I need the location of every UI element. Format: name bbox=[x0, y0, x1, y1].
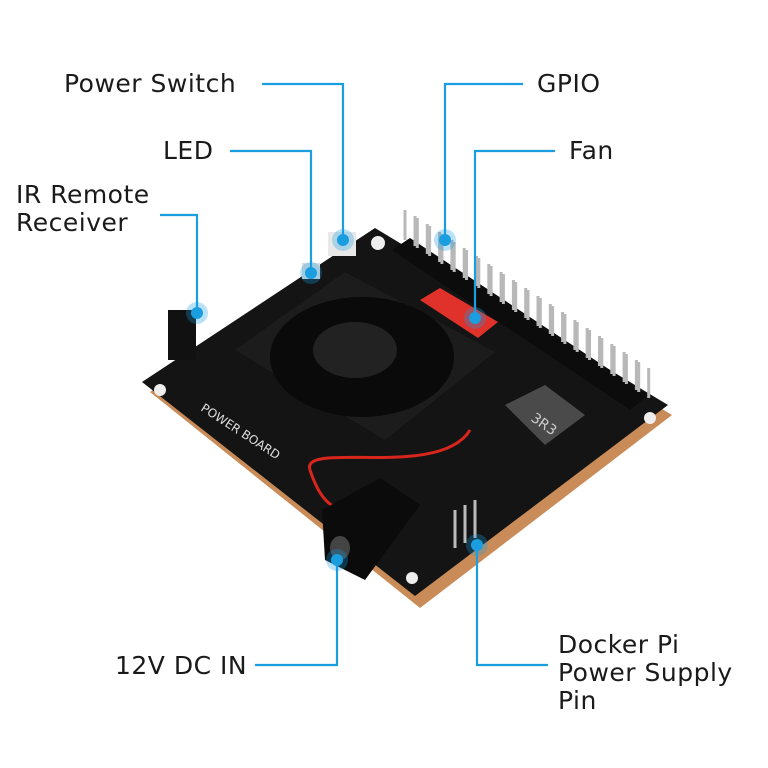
mount-hole bbox=[154, 384, 166, 396]
callout-dot-power-switch bbox=[337, 234, 349, 246]
mount-hole bbox=[406, 572, 418, 584]
label-ir-line1: IR Remote bbox=[16, 180, 150, 209]
mount-hole bbox=[644, 412, 656, 424]
fan-wire bbox=[308, 429, 472, 512]
callout-line-gpio bbox=[443, 82, 523, 240]
label-ir-line2: Receiver bbox=[16, 208, 129, 237]
label-gpio: GPIO bbox=[537, 69, 601, 98]
ir-receiver bbox=[168, 310, 196, 360]
inductor bbox=[505, 385, 585, 445]
callout-line-power-switch bbox=[262, 82, 345, 240]
label-fan: Fan bbox=[569, 136, 614, 165]
callout-dot-gpio bbox=[439, 234, 451, 246]
label-docker-line3: Pin bbox=[558, 686, 597, 715]
callout-dot-led bbox=[305, 267, 317, 279]
callout-dot-docker bbox=[471, 539, 483, 551]
label-led: LED bbox=[163, 136, 214, 165]
docker-pins bbox=[453, 500, 477, 548]
dc-jack-hole bbox=[330, 536, 350, 560]
callout-line-ir bbox=[160, 213, 199, 313]
callout-line-dc-in bbox=[255, 560, 339, 667]
label-dc-in: 12V DC IN bbox=[115, 651, 248, 680]
fan-hub bbox=[313, 322, 397, 378]
mount-hole bbox=[371, 236, 385, 250]
label-docker-line1: Docker Pi bbox=[558, 630, 680, 659]
callout-line-docker bbox=[475, 545, 548, 667]
callout-lines bbox=[160, 82, 555, 667]
gpio-pins bbox=[403, 210, 651, 398]
callout-dot-dc-in bbox=[331, 554, 343, 566]
callout-dot-fan bbox=[469, 312, 481, 324]
fan-connector bbox=[420, 288, 498, 338]
callout-line-fan bbox=[473, 149, 555, 318]
label-docker-line2: Power Supply bbox=[558, 658, 733, 687]
callout-line-led bbox=[230, 149, 313, 273]
gpio-header bbox=[392, 238, 648, 410]
callout-dot-ir bbox=[191, 307, 203, 319]
label-power-switch: Power Switch bbox=[64, 69, 237, 98]
